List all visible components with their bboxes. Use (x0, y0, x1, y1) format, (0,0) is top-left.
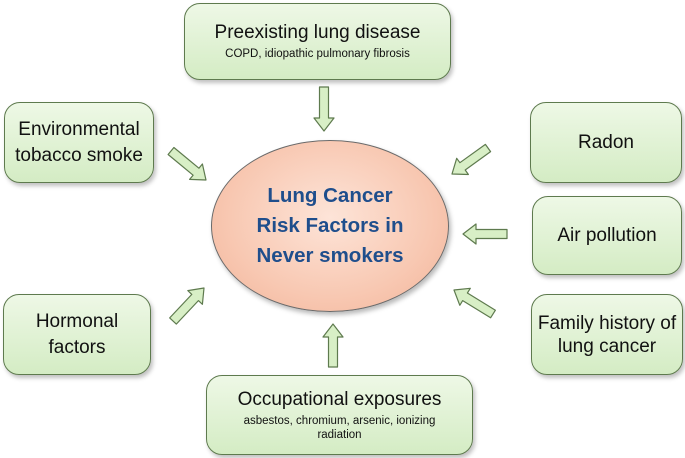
preexisting-lung-disease-subtitle: COPD, idiopathic pulmonary fibrosis (225, 48, 410, 60)
arrow-air-pollution (462, 223, 508, 245)
environmental-tobacco-smoke-box: Environmental tobacco smoke (4, 102, 154, 183)
radon-title: Radon (578, 131, 634, 153)
family-history-title: Family history of lung cancer (537, 312, 677, 357)
family-history-box: Family history of lung cancer (531, 294, 683, 375)
arrow-occupational (322, 323, 344, 368)
preexisting-lung-disease-title: Preexisting lung disease (214, 22, 421, 43)
preexisting-lung-disease-box: Preexisting lung disease COPD, idiopathi… (184, 3, 451, 80)
air-pollution-title: Air pollution (557, 224, 657, 246)
environmental-tobacco-smoke-title: Environmental tobacco smoke (15, 118, 143, 166)
occupational-exposures-box: Occupational exposures asbestos, chromiu… (206, 375, 473, 455)
occupational-exposures-subtitle: asbestos, chromium, arsenic, ionizing ra… (243, 414, 436, 441)
arrow-environmental (167, 146, 207, 181)
arrow-radon (451, 143, 492, 176)
radon-box: Radon (530, 102, 682, 183)
arrow-family-history (453, 287, 496, 319)
occupational-exposures-title: Occupational exposures (237, 388, 442, 410)
hormonal-factors-title: Hormonal factors (35, 310, 119, 358)
arrow-preexisting (313, 86, 335, 132)
center-title: Lung Cancer Risk Factors in Never smoker… (256, 184, 404, 267)
center-ellipse: Lung Cancer Risk Factors in Never smoker… (211, 140, 449, 312)
air-pollution-box: Air pollution (532, 196, 682, 275)
hormonal-factors-box: Hormonal factors (3, 294, 151, 375)
arrow-hormonal (169, 287, 205, 325)
